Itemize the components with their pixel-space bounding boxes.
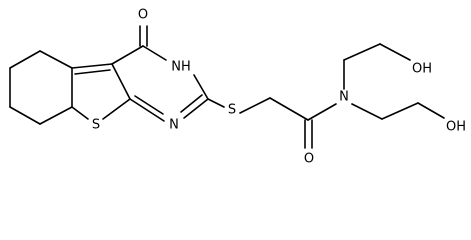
bond — [134, 95, 164, 115]
bond — [111, 63, 131, 100]
bond — [111, 45, 144, 65]
bond — [183, 98, 209, 119]
bond — [379, 43, 411, 61]
bond — [417, 102, 445, 119]
bond — [9, 50, 41, 69]
atom-label-ring-carbonyl-o: O — [138, 8, 148, 23]
bond — [142, 45, 167, 61]
bond — [9, 106, 41, 125]
bond — [269, 97, 309, 121]
atom-label-ring-n: N — [169, 118, 179, 133]
bond — [39, 50, 73, 69]
bond — [343, 43, 381, 61]
bond — [307, 103, 337, 121]
bond — [207, 98, 225, 108]
chemical-structure-diagram: O NH N S S O N OH OH — [9, 8, 466, 167]
atom-label-thiophene-s: S — [92, 118, 100, 133]
atom-label-oh-upper: OH — [412, 62, 432, 77]
atom-label-ring-nh: NH — [171, 60, 191, 75]
atom-label-amide-o: O — [304, 152, 314, 167]
atom-label-amide-n: N — [339, 90, 349, 105]
bond — [180, 94, 203, 113]
bond — [239, 97, 271, 114]
atom-label-thioether-s: S — [228, 103, 236, 118]
bonds — [9, 25, 445, 149]
bond — [71, 63, 113, 69]
atom-label-oh-lower: OH — [446, 120, 466, 135]
bond — [129, 98, 165, 122]
bond — [381, 102, 419, 120]
bond — [71, 106, 89, 120]
bond — [74, 69, 111, 75]
bond — [102, 98, 131, 120]
bond — [39, 106, 73, 125]
bond — [193, 74, 209, 100]
bond — [351, 103, 383, 120]
atom-labels: O NH N S S O N OH OH — [92, 8, 466, 167]
